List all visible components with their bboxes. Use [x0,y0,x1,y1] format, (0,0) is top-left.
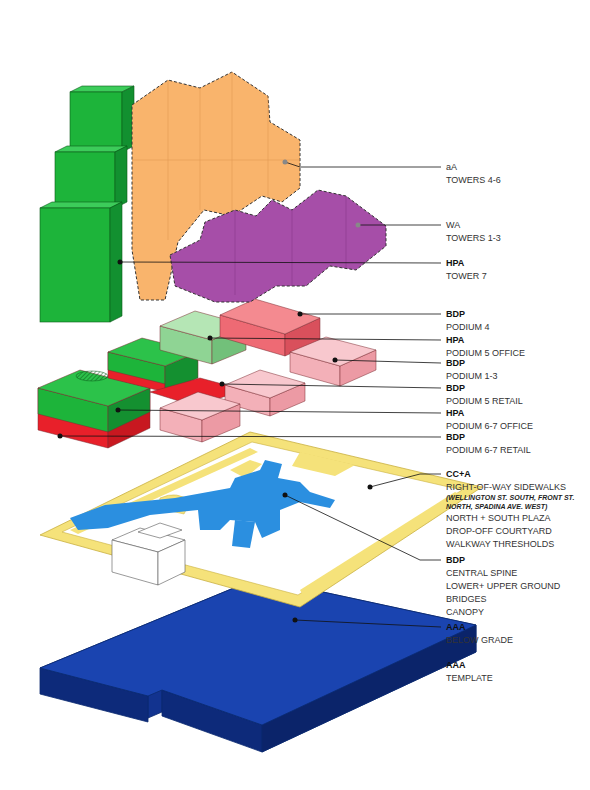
leader-dots [58,160,373,623]
scope-label: PODIUM 1-3 [446,370,586,383]
towers-1-3 [170,190,386,302]
firm-label: CC+A [446,468,586,481]
scope-label: PODIUM 5 OFFICE [446,347,586,360]
leader-lines [60,162,441,627]
scope-label: TOWERS 4-6 [446,174,586,187]
scope-label: BRIDGES [446,593,586,606]
scope-label: CANOPY [446,606,586,619]
scope-label: aA [446,161,586,174]
scope-label: BELOW GRADE [446,634,586,647]
firm-label: BDP [446,357,586,370]
firm-label: BDP [446,554,586,567]
scope-label: WALKWAY THRESHOLDS [446,538,586,551]
scope-label: PODIUM 6-7 OFFICE [446,420,586,433]
scope-label: PODIUM 5 RETAIL [446,395,586,408]
scope-label: PODIUM 6-7 RETAIL [446,444,586,457]
firm-label: BDP [446,382,586,395]
scope-label: NORTH + SOUTH PLAZA [446,512,586,525]
firm-label: HPA [446,407,586,420]
firm-label: AAA [446,621,586,634]
firm-label: HPA [446,334,586,347]
street-note: (WELLINGTON ST. SOUTH, FRONT ST. NORTH, … [446,493,584,511]
scope-label: PODIUM 4 [446,321,586,334]
scope-label: TOWER 7 [446,270,586,283]
scope-label: WA [446,219,586,232]
tower-7 [40,86,134,322]
firm-label: BDP [446,308,586,321]
scope-label: TEMPLATE [446,672,586,685]
scope-label: DROP-OFF COURTYARD [446,525,586,538]
firm-label: HPA [446,257,586,270]
below-grade-slab [40,578,476,752]
ground-plane [40,432,482,607]
scope-label: CENTRAL SPINE [446,567,586,580]
scope-label: RIGHT-OF-WAY SIDEWALKS [446,481,586,494]
scope-label: TOWERS 1-3 [446,232,586,245]
firm-label: AAA [446,659,586,672]
scope-label: LOWER+ UPPER GROUND [446,580,586,593]
firm-label: BDP [446,431,586,444]
